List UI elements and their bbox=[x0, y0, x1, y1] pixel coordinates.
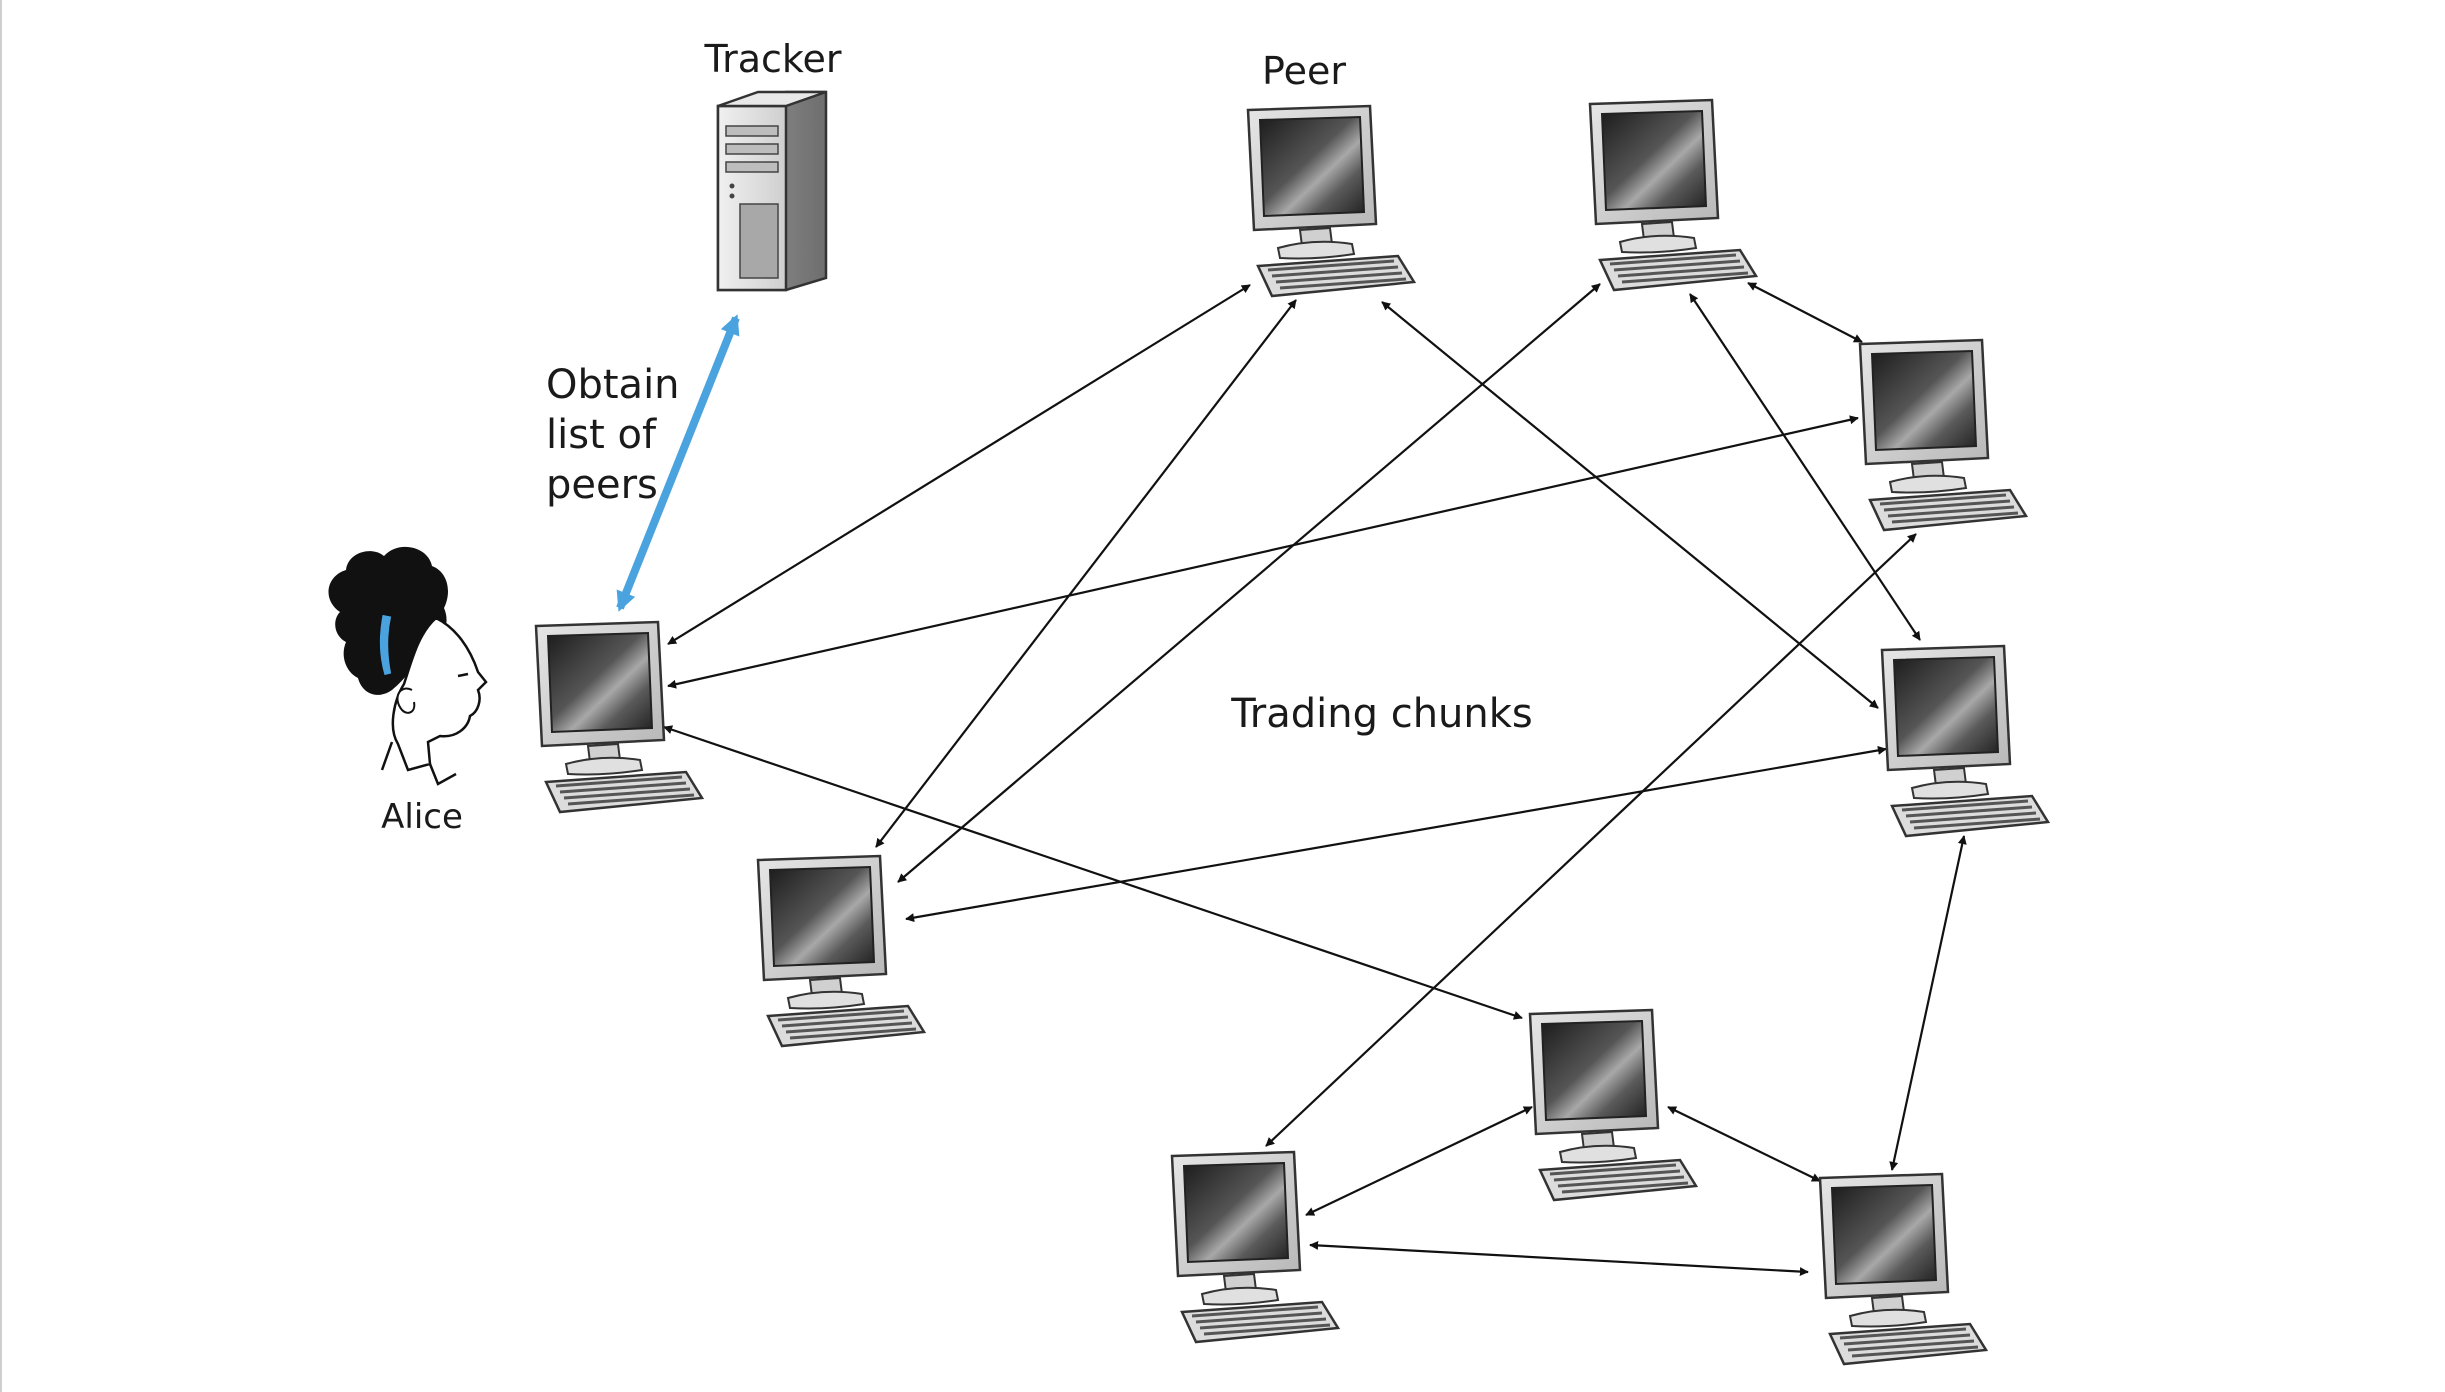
link-peer-top-right-peer-right-1 bbox=[1747, 282, 1863, 343]
link-peer-bottom-center-peer-bottom-left bbox=[1305, 1106, 1533, 1216]
peer-right-1-computer-icon bbox=[1858, 338, 2028, 532]
link-peer-top-peer-left-bottom bbox=[875, 299, 1297, 848]
peer-top-computer-icon bbox=[1246, 104, 1416, 298]
tracker-link bbox=[616, 314, 740, 612]
link-peer-right-2-peer-left-bottom bbox=[905, 745, 1887, 923]
peer-left-bottom-computer-icon bbox=[756, 854, 926, 1048]
peer-label: Peer bbox=[1262, 49, 1346, 93]
tracker-label: Tracker bbox=[703, 37, 841, 81]
alice-person-icon bbox=[328, 546, 488, 786]
trading-chunks-label: Trading chunks bbox=[1230, 691, 1533, 737]
link-alice-peer-top bbox=[667, 284, 1251, 645]
obtain-label-line2: list of bbox=[546, 412, 657, 458]
link-alice-peer-right-1 bbox=[667, 415, 1859, 689]
alice-label: Alice bbox=[381, 797, 463, 837]
tracker-server-icon bbox=[716, 90, 828, 292]
link-peer-bottom-center-peer-bottom-right bbox=[1667, 1106, 1821, 1182]
link-peer-right-2-peer-bottom-right bbox=[1889, 835, 1967, 1171]
peer-top-right-computer-icon bbox=[1588, 98, 1758, 292]
peer-bottom-right-computer-icon bbox=[1818, 1172, 1988, 1366]
link-peer-bottom-left-peer-bottom-right bbox=[1309, 1240, 1809, 1277]
obtain-label-line1: Obtain bbox=[546, 362, 680, 408]
peer-connections bbox=[663, 282, 1967, 1277]
peer-bottom-center-computer-icon bbox=[1528, 1008, 1698, 1202]
peer-right-2-computer-icon bbox=[1880, 644, 2050, 838]
peer-bottom-left-computer-icon bbox=[1170, 1150, 1340, 1344]
link-peer-top-peer-right-2 bbox=[1381, 301, 1879, 709]
alice-computer-icon bbox=[534, 620, 704, 814]
link-peer-top-right-peer-left-bottom bbox=[897, 283, 1601, 883]
obtain-label-line3: peers bbox=[546, 462, 658, 508]
